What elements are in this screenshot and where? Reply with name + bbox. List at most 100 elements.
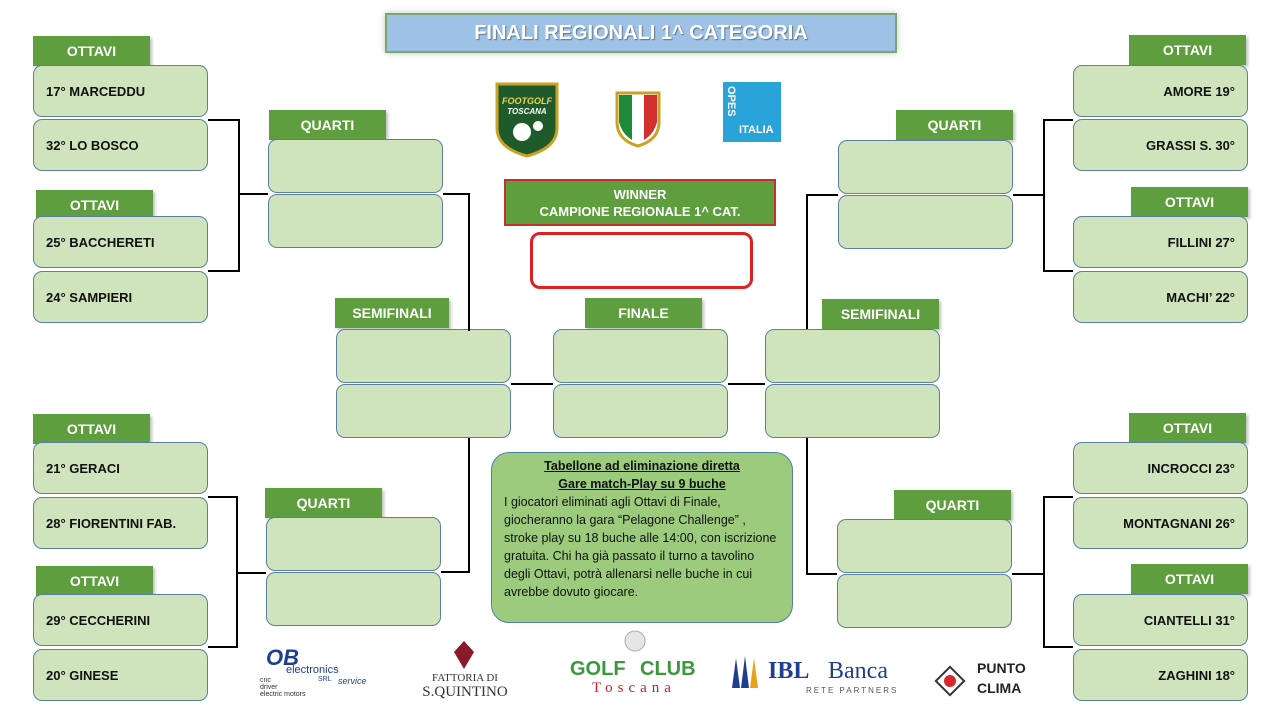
connector — [806, 194, 808, 329]
ottavi-header-right-1: OTTAVI — [1129, 35, 1246, 65]
quarti-header-right-bottom: QUARTI — [894, 490, 1011, 520]
page-title: FINALI REGIONALI 1^ CATEGORIA — [385, 13, 897, 53]
connector — [238, 194, 240, 272]
ottavi-slot-left-3: 25° BACCHERETI — [33, 216, 208, 268]
semifinali-slot-left-2 — [336, 384, 511, 438]
connector — [443, 193, 470, 195]
ibl-banca-logo: IBL Banca RETE PARTNERS — [728, 652, 914, 700]
fattoria-logo-subtext: S.QUINTINO — [422, 684, 508, 700]
rules-subtitle: Gare match-Play su 9 buche — [558, 477, 726, 491]
golf-logo-club: CLUB — [640, 658, 696, 680]
punto-clima-logo: PUNTO CLIMA — [933, 660, 1033, 700]
quarti-slot-right-1 — [838, 140, 1013, 194]
ottavi-slot-right-7: CIANTELLI 31° — [1073, 594, 1248, 646]
ottavi-slot-left-4: 24° SAMPIERI — [33, 271, 208, 323]
connector — [1043, 496, 1073, 498]
ibl-logo-text: IBL — [768, 658, 810, 684]
italia-shield-icon — [614, 90, 662, 148]
connector — [1013, 194, 1045, 196]
quarti-slot-right-4 — [837, 574, 1012, 628]
semifinali-slot-right-2 — [765, 384, 940, 438]
ottavi-slot-left-5: 21° GERACI — [33, 442, 208, 494]
connector — [1043, 646, 1073, 648]
connector — [806, 194, 838, 196]
finale-header: FINALE — [585, 298, 702, 328]
connector — [728, 383, 765, 385]
quarti-slot-left-2 — [268, 194, 443, 248]
connector — [1012, 573, 1045, 575]
ibl-logo-banca: Banca — [828, 658, 888, 684]
winner-banner: WINNER CAMPIONE REGIONALE 1^ CAT. — [504, 179, 776, 226]
ob-logo-motors: electric motors — [260, 691, 306, 698]
winner-slot — [530, 232, 753, 289]
opes-italia-logo: OPES ITALIA — [723, 82, 783, 154]
connector — [208, 496, 238, 498]
fattoria-san-quintino-logo: FATTORIA DI S.QUINTINO — [404, 640, 526, 702]
finale-slot-2 — [553, 384, 728, 438]
ottavi-header-left-1: OTTAVI — [33, 36, 150, 66]
golf-logo-text: GOLF — [570, 658, 626, 680]
winner-subtitle: CAMPIONE REGIONALE 1^ CAT. — [539, 203, 741, 219]
footgolf-toscana-logo: FOOTGOLF TOSCANA — [492, 80, 562, 158]
connector — [1043, 496, 1045, 648]
connector — [1043, 119, 1073, 121]
semifinali-slot-right-1 — [765, 329, 940, 383]
footgolf-logo-subtext: TOSCANA — [507, 107, 547, 116]
ottavi-header-left-2: OTTAVI — [36, 190, 153, 220]
quarti-header-right-top: QUARTI — [896, 110, 1013, 140]
ottavi-header-right-4: OTTAVI — [1131, 564, 1248, 594]
ottavi-slot-right-5: INCROCCI 23° — [1073, 442, 1248, 494]
ottavi-header-right-2: OTTAVI — [1131, 187, 1248, 217]
connector — [236, 572, 266, 574]
ob-logo-subtext: electronics — [286, 664, 339, 676]
quarti-slot-right-2 — [838, 195, 1013, 249]
quarti-slot-right-3 — [837, 519, 1012, 573]
connector — [208, 270, 240, 272]
connector — [1043, 270, 1073, 272]
punto-logo-subtext: CLIMA — [977, 680, 1022, 696]
quarti-slot-left-1 — [268, 139, 443, 193]
ottavi-slot-right-6: MONTAGNANI 26° — [1073, 497, 1248, 549]
ottavi-slot-left-2: 32° LO BOSCO — [33, 119, 208, 171]
ibl-logo-subtext: RETE PARTNERS — [806, 686, 899, 695]
quarti-slot-left-3 — [266, 517, 441, 571]
semifinali-slot-left-1 — [336, 329, 511, 383]
rules-body: I giocatori eliminati agli Ottavi di Fin… — [504, 495, 777, 599]
quarti-header-left-top: QUARTI — [269, 110, 386, 140]
ottavi-slot-left-1: 17° MARCEDDU — [33, 65, 208, 117]
ottavi-header-left-3: OTTAVI — [33, 414, 150, 444]
footgolf-logo-text: FOOTGOLF — [502, 96, 552, 106]
ob-electronics-logo: OB electronics SRL service cnc driver el… — [258, 645, 373, 700]
connector — [208, 646, 238, 648]
ottavi-slot-right-8: ZAGHINI 18° — [1073, 649, 1248, 701]
connector — [468, 438, 470, 573]
connector — [441, 571, 470, 573]
ob-logo-service: service — [338, 676, 367, 686]
connector — [238, 193, 268, 195]
ottavi-slot-right-1: AMORE 19° — [1073, 65, 1248, 117]
ottavi-slot-right-3: FILLINI 27° — [1073, 216, 1248, 268]
ob-logo-srl: SRL — [318, 676, 332, 683]
finale-slot-1 — [553, 329, 728, 383]
quarti-header-left-bottom: QUARTI — [265, 488, 382, 518]
ottavi-slot-right-2: GRASSI S. 30° — [1073, 119, 1248, 171]
golf-logo-subtext: Toscana — [592, 680, 676, 696]
connector — [806, 573, 837, 575]
winner-label: WINNER — [613, 186, 667, 202]
ottavi-header-left-4: OTTAVI — [36, 566, 153, 596]
connector — [208, 119, 240, 121]
ottavi-header-right-3: OTTAVI — [1129, 413, 1246, 443]
ottavi-slot-left-6: 28° FIORENTINI FAB. — [33, 497, 208, 549]
ottavi-slot-right-4: MACHI’ 22° — [1073, 271, 1248, 323]
opes-logo-subtext: ITALIA — [739, 124, 774, 136]
quarti-slot-left-4 — [266, 572, 441, 626]
ottavi-slot-left-7: 29° CECCHERINI — [33, 594, 208, 646]
punto-logo-text: PUNTO — [977, 660, 1026, 676]
ob-logo-cnc: cnc — [260, 677, 271, 684]
connector — [238, 119, 240, 194]
semifinali-header-right: SEMIFINALI — [822, 299, 939, 329]
fattoria-logo-text: FATTORIA DI — [432, 672, 498, 684]
connector — [468, 193, 470, 331]
connector — [806, 438, 808, 574]
opes-logo-text: OPES — [725, 86, 737, 117]
